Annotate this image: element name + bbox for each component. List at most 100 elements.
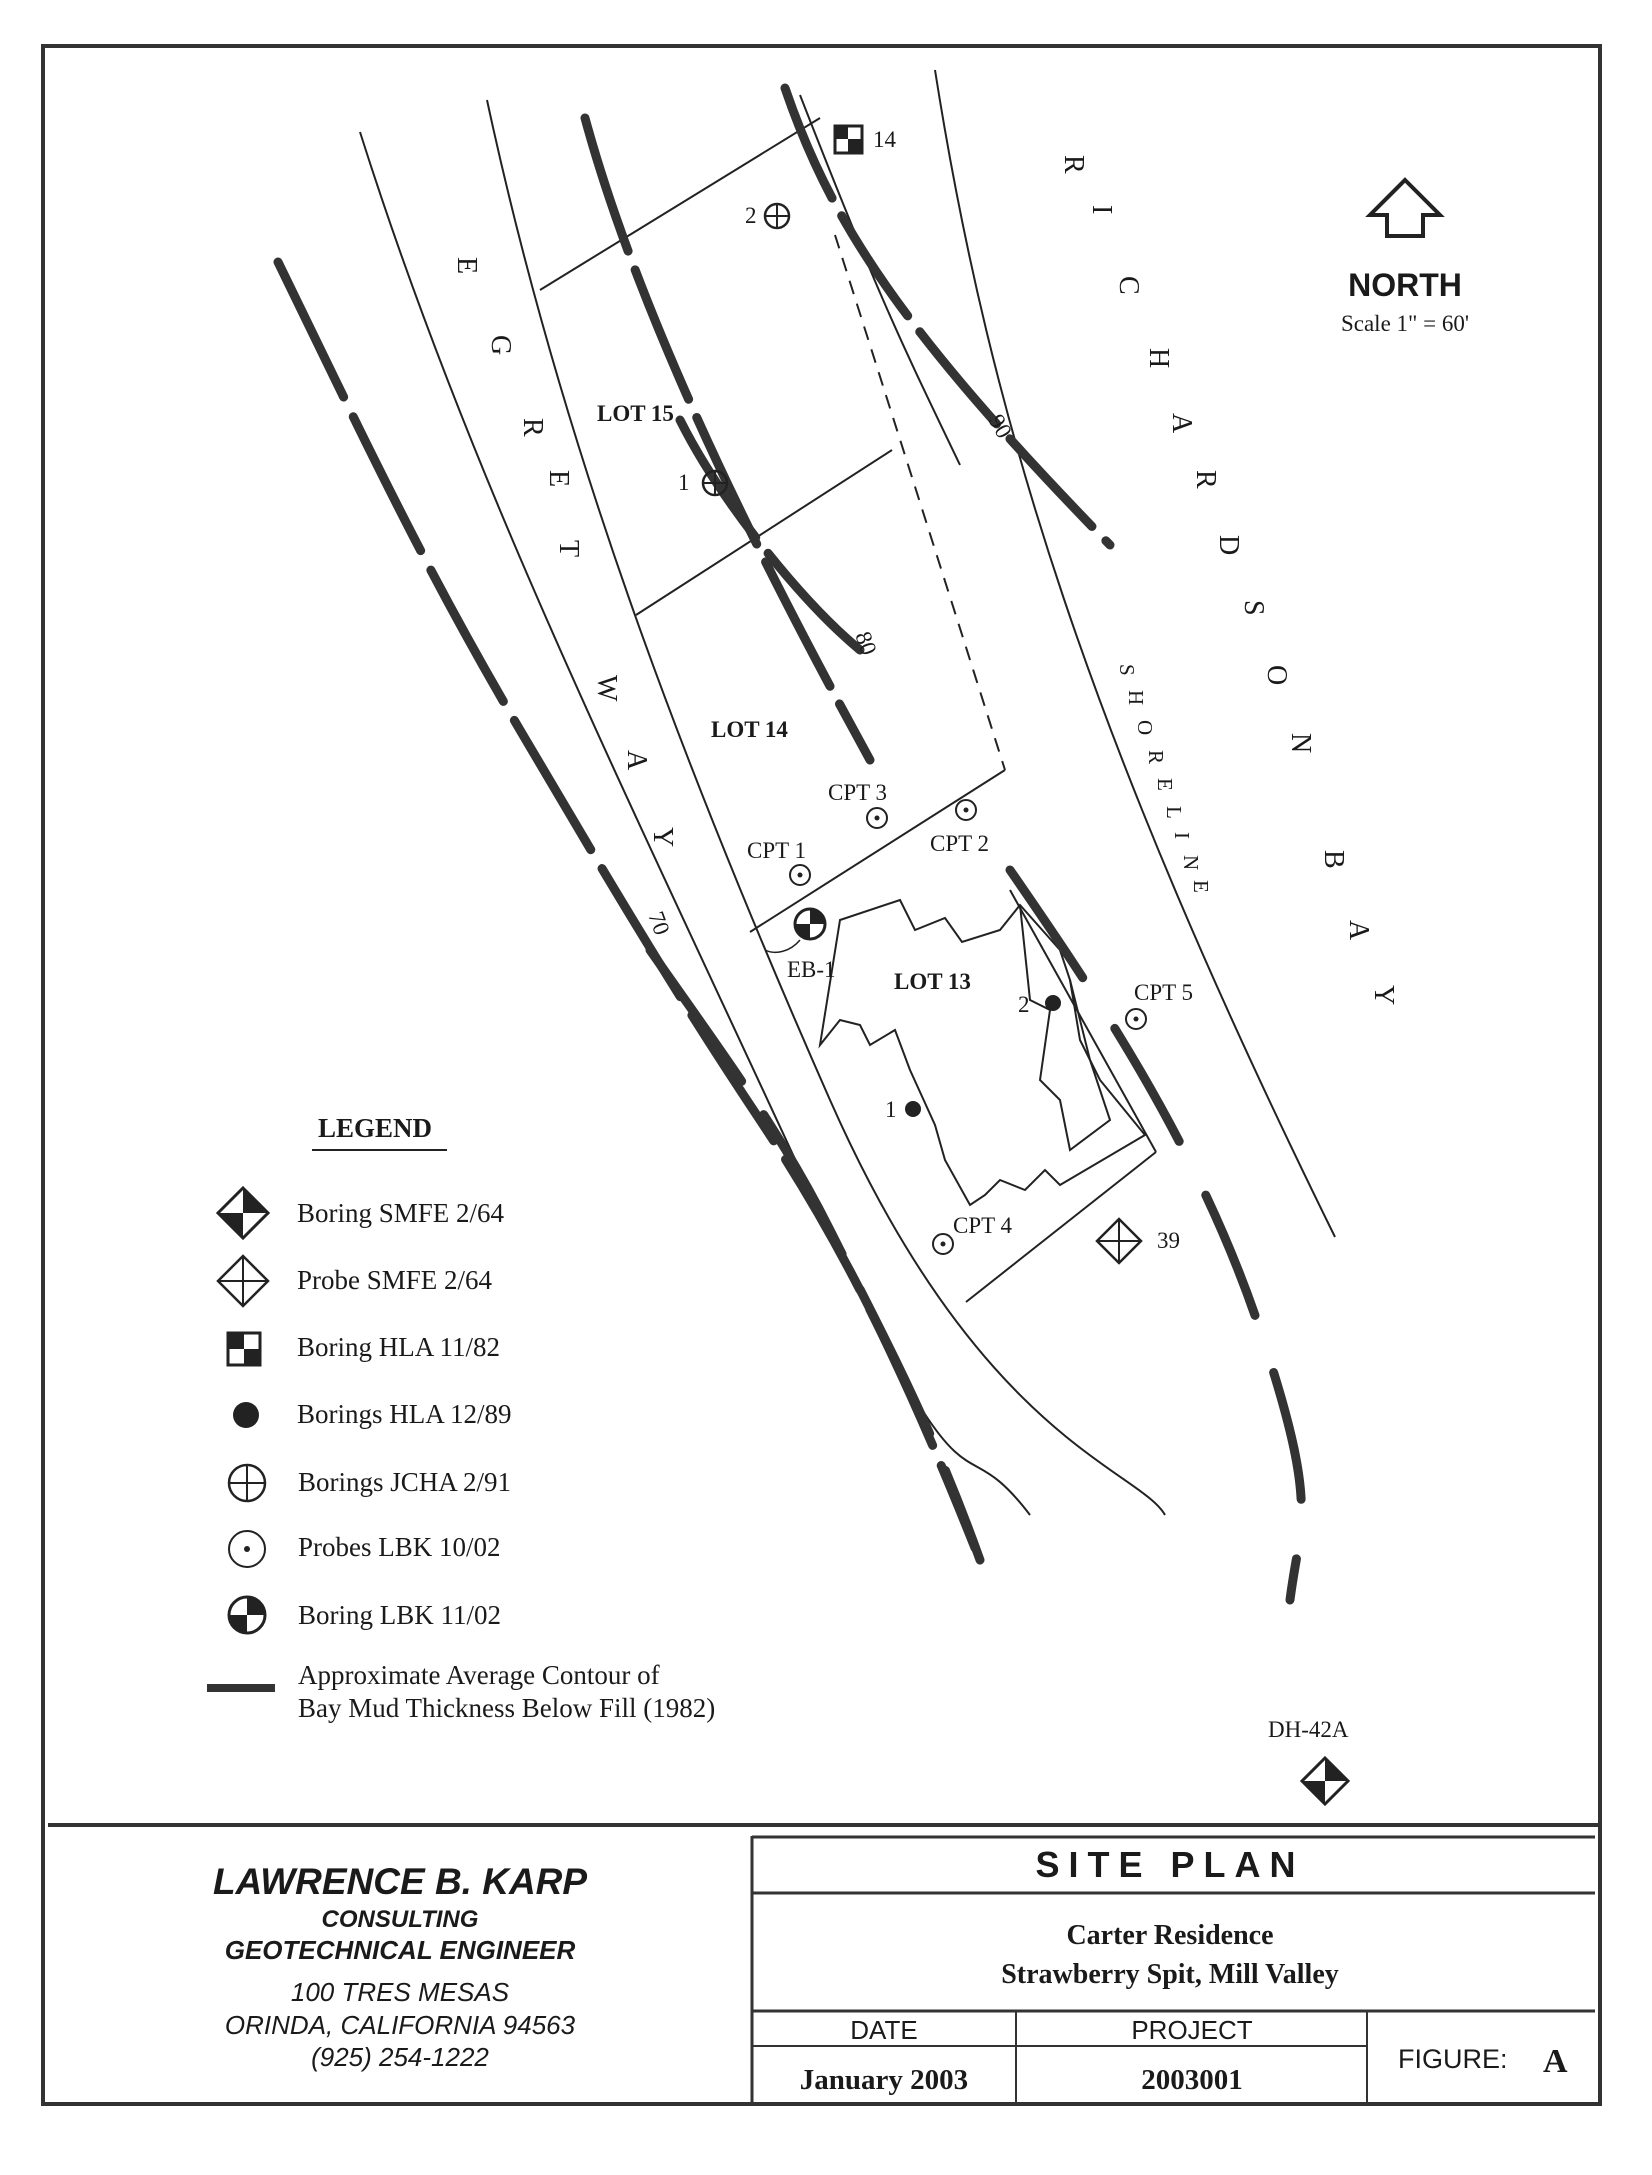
probe-cpt1-marker: CPT 1: [747, 838, 811, 886]
scale-label: Scale 1" = 60': [1341, 311, 1469, 336]
egret-way-east-edge: [486, 99, 1166, 1516]
egret-way-west-edge: [359, 131, 1031, 1516]
icon-dot: [797, 872, 803, 878]
boring-jcha-2-marker: 2: [745, 202, 791, 230]
icon-fill: [835, 126, 848, 139]
date-value: January 2003: [800, 2064, 968, 2096]
figure-label: FIGURE:: [1398, 2044, 1508, 2074]
lot-line: [539, 117, 821, 291]
contour-70-label: 70: [643, 908, 674, 938]
street-letter: H: [1143, 348, 1174, 368]
probe-lbk-icon: [866, 807, 888, 829]
boring-hla-icon: [1045, 995, 1061, 1011]
hla-1-label: 1: [885, 1097, 897, 1122]
legend: LEGEND Boring SMFE 2/64 Probe SMFE 2/64 …: [207, 1113, 715, 1723]
shoreline-edge: [799, 94, 961, 466]
street-letter: Y: [647, 827, 678, 847]
cpt3-label: CPT 3: [828, 780, 887, 805]
legend-item: Borings JCHA 2/91: [298, 1467, 511, 1497]
point-1-label: 1: [678, 470, 690, 495]
boring-hla-1289-legend-icon: [233, 1402, 259, 1428]
street-letter: D: [1213, 535, 1244, 555]
icon-dot: [940, 1241, 946, 1247]
house-footprint-east: [1019, 904, 1112, 1152]
cpt2-label: CPT 2: [930, 831, 989, 856]
boring-smfe-dh42a-marker: DH-42A: [1268, 1717, 1351, 1807]
icon-dot: [963, 807, 969, 813]
boring-lbk-eb1-marker: EB-1: [764, 907, 836, 982]
north-arrow-icon: [1365, 177, 1445, 238]
street-letter: R: [517, 418, 548, 437]
figure-value: A: [1543, 2043, 1568, 2080]
contour-line-70: [580, 113, 875, 765]
icon-fill: [243, 1188, 268, 1213]
point-14-label: 14: [873, 127, 897, 152]
probe-cpt2-marker: CPT 2: [930, 799, 989, 856]
firm-phone: (925) 254-1222: [311, 2042, 489, 2072]
street-letter: I: [1170, 832, 1194, 839]
street-letter: S: [1115, 664, 1139, 676]
street-letter: R: [1190, 470, 1221, 489]
probe-smfe-39-marker: 39: [1095, 1217, 1180, 1265]
icon-fill: [228, 1333, 244, 1349]
lot-line: [749, 769, 1006, 933]
firm-address1: 100 TRES MESAS: [291, 1977, 510, 2007]
sheet-border: [41, 44, 1602, 2106]
boring-hla-11-82-marker: 14: [833, 124, 897, 155]
probe-lbk-icon: [1125, 1008, 1147, 1030]
boring-hla-icon: [905, 1101, 921, 1117]
street-letter: G: [485, 335, 516, 355]
north-arrow: NORTH Scale 1" = 60': [1341, 177, 1469, 336]
firm-name: LAWRENCE B. KARP: [213, 1861, 587, 1902]
icon-fill: [810, 909, 825, 924]
street-letter: B: [1318, 850, 1349, 869]
icon-fill: [1302, 1781, 1325, 1804]
street-letter: E: [1153, 778, 1177, 791]
contour-line-east: [1005, 865, 1306, 1605]
legend-item: Boring LBK 11/02: [298, 1600, 501, 1630]
legend-item: Boring SMFE 2/64: [297, 1198, 505, 1228]
street-letter: A: [1166, 413, 1197, 434]
probe-cpt4-marker: CPT 4: [932, 1213, 1013, 1255]
dh42a-label: DH-42A: [1268, 1717, 1349, 1742]
probe-lbk-icon: [932, 1233, 954, 1255]
street-letter: R: [1144, 750, 1168, 764]
boring-jcha-1-marker: 1: [678, 469, 729, 497]
contour-line-80: [675, 415, 865, 655]
street-letter: N: [1285, 733, 1316, 753]
firm-sub1: CONSULTING: [322, 1906, 479, 1933]
icon-dot: [1133, 1016, 1139, 1022]
eb1-label: EB-1: [787, 957, 836, 982]
street-letter: O: [1133, 720, 1157, 735]
icon-fill: [795, 924, 810, 939]
legend-title: LEGEND: [318, 1113, 432, 1143]
icon-fill: [247, 1597, 265, 1615]
icon-dot: [244, 1546, 250, 1552]
firm-address2: ORINDA, CALIFORNIA 94563: [225, 2010, 576, 2040]
project-name: Carter Residence: [1066, 1920, 1273, 1951]
drawing-title: SITE PLAN: [1035, 1844, 1304, 1885]
hla-2-label: 2: [1018, 992, 1030, 1017]
lot-15-label: LOT 15: [597, 401, 674, 426]
shoreline-label: S H O R E L I N E: [1115, 664, 1213, 893]
boring-hla-12-89-1-marker: 1: [885, 1097, 921, 1122]
street-letter: S: [1238, 600, 1269, 616]
contour-80-label: 80: [850, 628, 881, 658]
lot-13-label: LOT 13: [894, 969, 971, 994]
eb1-leader: [764, 939, 801, 953]
firm-sub2: GEOTECHNICAL ENGINEER: [225, 1935, 576, 1965]
icon-fill: [1325, 1758, 1348, 1781]
icon-dot: [874, 815, 880, 821]
legend-contour-line2: Bay Mud Thickness Below Fill (1982): [298, 1693, 715, 1723]
contour-line-90: [780, 83, 1115, 550]
project-label: PROJECT: [1131, 2015, 1252, 2045]
project-value: 2003001: [1141, 2064, 1243, 2096]
legend-item: Boring HLA 11/82: [297, 1332, 500, 1362]
lot-line: [635, 449, 893, 616]
street-letter: L: [1162, 806, 1186, 819]
cpt5-label: CPT 5: [1134, 980, 1193, 1005]
lot-line: [1009, 889, 1157, 1153]
point-2-label: 2: [745, 203, 757, 228]
street-letter: N: [1179, 855, 1203, 870]
